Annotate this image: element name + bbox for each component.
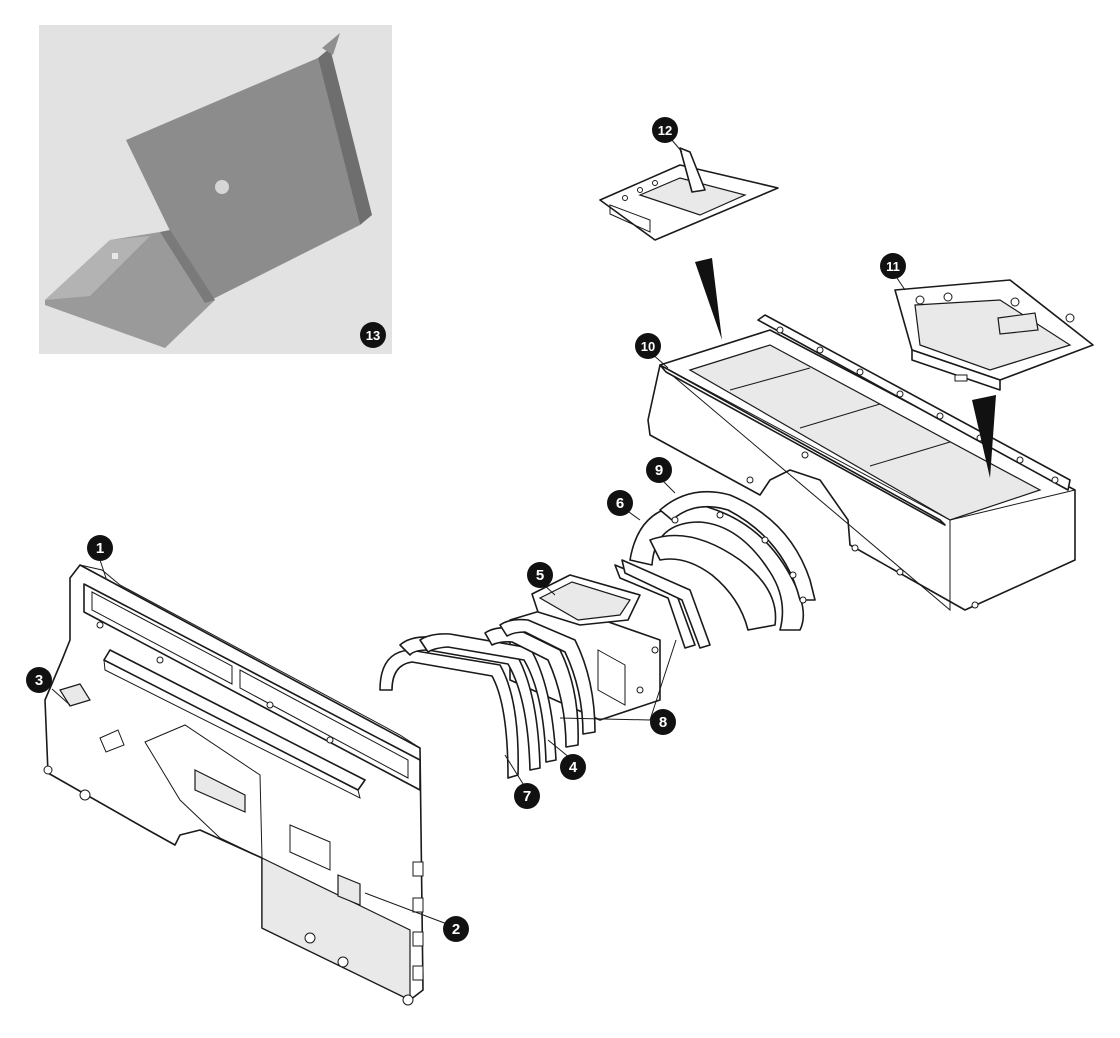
callout-badge-9: 9: [646, 457, 672, 483]
callout-label-8: 8: [659, 714, 667, 731]
callout-badge-13: 13: [360, 322, 386, 348]
mounting-bracket: [599, 147, 779, 241]
callout-badge-12: 12: [652, 117, 678, 143]
callout-label-10: 10: [641, 339, 655, 354]
callout-label-4: 4: [569, 759, 578, 776]
callout-label-9: 9: [655, 462, 663, 479]
callout-label-12: 12: [658, 123, 672, 138]
callout-badge-2: 2: [443, 916, 469, 942]
inset-photo-panel: [39, 25, 392, 354]
callout-badge-11: 11: [880, 253, 906, 279]
callout-label-3: 3: [35, 672, 43, 689]
callout-label-6: 6: [616, 495, 624, 512]
support-bracket: [894, 279, 1094, 391]
callout-badge-8: 8: [650, 709, 676, 735]
callout-badge-1: 1: [87, 535, 113, 561]
callout-badge-3: 3: [26, 667, 52, 693]
assembly-arrows: [695, 258, 996, 478]
callout-label-7: 7: [523, 788, 531, 805]
callout-badge-4: 4: [560, 754, 586, 780]
arch-gaskets: [629, 490, 816, 631]
callout-label-13: 13: [366, 328, 380, 343]
gasket-stack-left: [379, 559, 711, 779]
callout-badge-6: 6: [607, 490, 633, 516]
callout-label-11: 11: [886, 259, 900, 274]
callout-badge-7: 7: [514, 783, 540, 809]
callout-label-1: 1: [96, 540, 104, 557]
callout-badge-5: 5: [527, 562, 553, 588]
callout-label-5: 5: [536, 567, 544, 584]
bulkhead-panel: [43, 564, 424, 1006]
callout-label-2: 2: [452, 921, 460, 938]
callout-badge-10: 10: [635, 333, 661, 359]
